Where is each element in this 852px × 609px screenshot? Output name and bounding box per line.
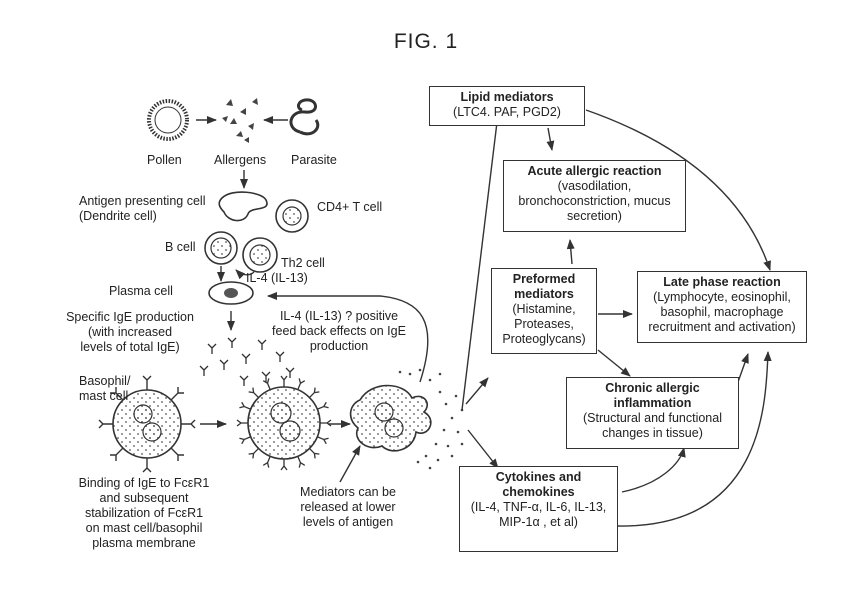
il4-label: IL-4 (IL-13) [246,271,308,285]
mediators-note-line2: released at lower [300,500,396,514]
allergens-icon [222,98,258,143]
apc-label-line2: (Dendrite cell) [79,209,157,223]
mast-cell-icon [98,375,196,473]
late-phase-reaction-box: Late phase reaction (Lymphocyte, eosinop… [637,271,807,343]
cytokines-title-line1: Cytokines and [495,470,582,484]
acute-allergic-reaction-box: Acute allergic reaction (vasodilation, b… [503,160,686,232]
preformed-body-line3: Proteoglycans) [502,332,586,346]
chronic-title-line1: Chronic allergic [605,381,700,395]
binding-label-line2: and subsequent [99,491,189,505]
cd4-t-cell-icon [275,199,309,233]
mediators-note-line3: levels of antigen [302,515,394,529]
preformed-title-line1: Preformed [512,272,576,286]
ige-production-line1: Specific IgE production [66,310,194,324]
late-phase-body-line1: (Lymphocyte, eosinophil, [653,290,791,304]
apc-label-line1: Antigen presenting cell [79,194,206,208]
chronic-body-line1: (Structural and functional [583,411,722,425]
cytokines-chemokines-box: Cytokines and chemokines (IL-4, TNF-α, I… [459,466,618,552]
basophil-label-line2: mast cell [79,389,129,403]
preformed-mediators-box: Preformed mediators (Histamine, Protease… [491,268,597,354]
cd4-t-cell-label: CD4+ T cell [317,200,383,214]
th2-cell-icon [242,237,278,273]
b-cell-icon [204,231,238,265]
binding-label-line4: on mast cell/basophil [85,521,203,535]
allergens-label: Allergens [214,153,267,167]
b-cell-label: B cell [165,240,196,254]
cytokines-title-line2: chemokines [502,485,575,499]
ige-production-line2: (with increased [87,325,173,339]
preformed-body-line2: Proteases, [514,317,574,331]
chronic-title-line2: inflammation [613,396,692,410]
parasite-label: Parasite [291,153,337,167]
binding-label-line3: stabilization of FcεR1 [84,506,204,520]
late-phase-body-line3: recruitment and activation) [648,320,796,334]
preformed-body-line1: (Histamine, [512,302,576,316]
degranulating-mast-cell-icon [349,368,464,470]
late-phase-body-line2: basophil, macrophage [660,305,784,319]
plasma-cell-icon [208,281,254,305]
acute-reaction-body-line3: secretion) [567,209,622,223]
feedback-label-line1: IL-4 (IL-13) ? positive [279,309,399,323]
cytokines-body-line2: MIP-1α , et al) [499,515,578,529]
pollen-label: Pollen [147,153,182,167]
ige-antibodies-icon [199,337,295,386]
acute-reaction-body-line1: (vasodilation, [557,179,632,193]
pollen-icon [147,99,189,141]
lipid-mediators-title: Lipid mediators [460,90,554,104]
binding-label-line5: plasma membrane [92,536,196,550]
feedback-label-line2: feed back effects on IgE [272,324,406,338]
acute-reaction-body-line2: bronchoconstriction, mucus [518,194,671,208]
lipid-mediators-body: (LTC4. PAF, PGD2) [453,105,561,119]
ige-bound-mast-cell-icon [236,375,332,471]
feedback-label-line3: production [309,339,369,353]
cytokines-body-line1: (IL-4, TNF-α, IL-6, IL-13, [470,500,607,514]
chronic-body-line2: changes in tissue) [602,426,703,440]
preformed-title-line2: mediators [514,287,574,301]
th2-cell-label: Th2 cell [281,256,325,270]
basophil-label-line1: Basophil/ [79,374,131,388]
mediators-note-line1: Mediators can be [300,485,396,499]
parasite-icon [289,98,320,136]
ige-production-line3: levels of total IgE) [80,340,180,354]
chronic-inflammation-box: Chronic allergic inflammation (Structura… [566,377,739,449]
dendritic-cell-icon [218,191,268,222]
figure-title: FIG. 1 [393,30,459,53]
binding-label-line1: Binding of IgE to FcεR1 [78,476,210,490]
acute-reaction-title: Acute allergic reaction [527,164,662,178]
late-phase-title: Late phase reaction [663,275,781,289]
lipid-mediators-box: Lipid mediators (LTC4. PAF, PGD2) [429,86,585,126]
plasma-cell-label: Plasma cell [109,284,173,298]
